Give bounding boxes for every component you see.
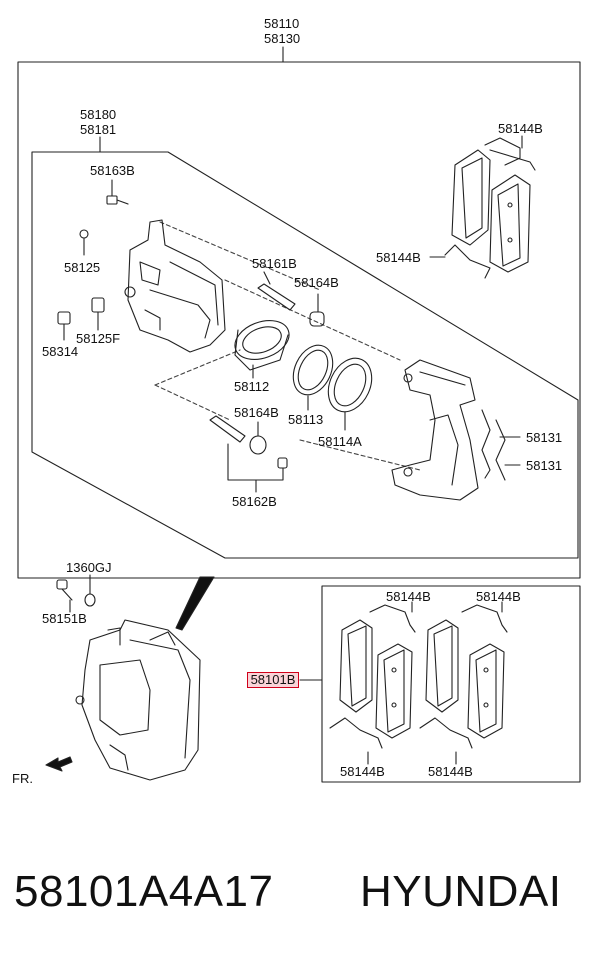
label-58114a: 58114A (318, 434, 362, 449)
part-number: 58101A4A17 (14, 867, 274, 916)
guide-pin-bottom (209, 415, 246, 443)
label-58131-a: 58131 (526, 430, 562, 445)
label-58144b-d: 58144B (428, 764, 473, 779)
label-58180: 58180 (80, 107, 116, 122)
bushing (277, 457, 288, 469)
caliper-assembly-lower (75, 619, 201, 781)
brand-name: HYUNDAI (360, 867, 562, 916)
label-58144b-top-right: 58144B (498, 121, 543, 136)
highlighted-part-label[interactable]: 58101B (247, 672, 299, 688)
label-58161b: 58161B (252, 256, 297, 271)
pad-kit-frame (321, 585, 581, 783)
seal-ring (292, 344, 334, 396)
label-58125f: 58125F (76, 331, 120, 346)
label-58113: 58113 (288, 412, 323, 427)
carrier-bracket (391, 359, 479, 501)
boot-mid (249, 421, 267, 455)
label-58164b-mid: 58164B (234, 405, 279, 420)
label-58163b: 58163B (90, 163, 135, 178)
caliper-housing (124, 219, 226, 353)
label-fr: FR. (12, 771, 33, 786)
brake-caliper-diagram: 58110 58130 58180 58181 58163B 58144B 58… (12, 16, 581, 786)
label-58110: 58110 (264, 16, 299, 31)
dust-seal (327, 357, 373, 413)
housing-frame (31, 151, 579, 559)
front-arrow-icon (45, 756, 73, 772)
label-1360gj: 1360GJ (66, 560, 112, 575)
assembly-frame (17, 61, 581, 579)
label-58144b-a: 58144B (386, 589, 431, 604)
pad-kit-label: 58101B (250, 672, 296, 687)
spring-clips (481, 409, 521, 481)
pad-kit-contents (329, 601, 508, 765)
label-58162b: 58162B (232, 494, 277, 509)
bleeder-part (91, 297, 105, 331)
label-58144b-left: 58144B (376, 250, 421, 265)
label-58131-b: 58131 (526, 458, 562, 473)
label-58144b-b: 58144B (476, 589, 521, 604)
label-58144b-c: 58144B (340, 764, 385, 779)
boot-top (309, 293, 325, 327)
bolt-lower (56, 574, 96, 613)
label-58130: 58130 (264, 31, 300, 46)
piston (234, 320, 290, 379)
label-58181: 58181 (80, 122, 116, 137)
plug-part (79, 229, 89, 256)
pointer-arrow (175, 576, 215, 631)
guide-pin-top (257, 271, 296, 311)
label-58125: 58125 (64, 260, 100, 275)
label-58314: 58314 (42, 344, 78, 359)
nut-part (57, 311, 71, 341)
label-58164b-top: 58164B (294, 275, 339, 290)
label-58151b: 58151B (42, 611, 87, 626)
label-58112: 58112 (234, 379, 269, 394)
bolt-top (106, 179, 129, 205)
pad-set-top (429, 135, 536, 279)
